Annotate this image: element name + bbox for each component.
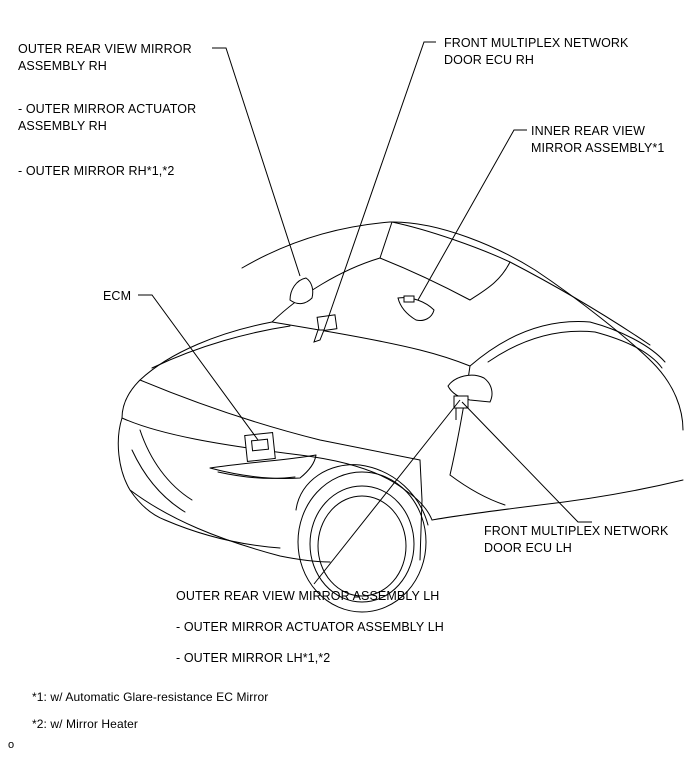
leader-lines xyxy=(138,41,592,585)
front-multiplex-rh-line1: FRONT MULTIPLEX NETWORK xyxy=(444,36,629,50)
corner-mark: o xyxy=(8,739,15,751)
inner-mirror-shape xyxy=(397,295,435,321)
inner-mirror-line2: MIRROR ASSEMBLY*1 xyxy=(531,141,665,155)
front-multiplex-rh-shape xyxy=(313,314,338,343)
front-wheel xyxy=(297,471,427,613)
outer-mirror-rh-sub1-line2: ASSEMBLY RH xyxy=(18,119,107,133)
front-multiplex-lh-line2: DOOR ECU LH xyxy=(484,541,572,555)
outer-mirror-rh-title-line2: ASSEMBLY RH xyxy=(18,59,107,73)
car-body-outline xyxy=(117,221,684,563)
outer-mirror-rh-shape xyxy=(289,277,314,305)
ecm-shape xyxy=(244,432,276,462)
footnote-2: *2: w/ Mirror Heater xyxy=(32,717,139,731)
outer-mirror-rh-sub1-line1: - OUTER MIRROR ACTUATOR xyxy=(18,102,197,116)
outer-mirror-lh-shape xyxy=(447,374,493,420)
outer-mirror-lh-title: OUTER REAR VIEW MIRROR ASSEMBLY LH xyxy=(176,589,440,603)
ecm-label: ECM xyxy=(103,289,132,303)
front-multiplex-rh-line2: DOOR ECU RH xyxy=(444,53,534,67)
outer-mirror-rh-sub2: - OUTER MIRROR RH*1,*2 xyxy=(18,164,175,178)
outer-mirror-lh-sub2: - OUTER MIRROR LH*1,*2 xyxy=(176,651,331,665)
footnote-1: *1: w/ Automatic Glare-resistance EC Mir… xyxy=(32,690,269,704)
outer-mirror-rh-title-line1: OUTER REAR VIEW MIRROR xyxy=(18,42,192,56)
inner-mirror-line1: INNER REAR VIEW xyxy=(531,124,646,138)
front-multiplex-lh-line1: FRONT MULTIPLEX NETWORK xyxy=(484,524,669,538)
outer-mirror-lh-sub1: - OUTER MIRROR ACTUATOR ASSEMBLY LH xyxy=(176,620,444,634)
